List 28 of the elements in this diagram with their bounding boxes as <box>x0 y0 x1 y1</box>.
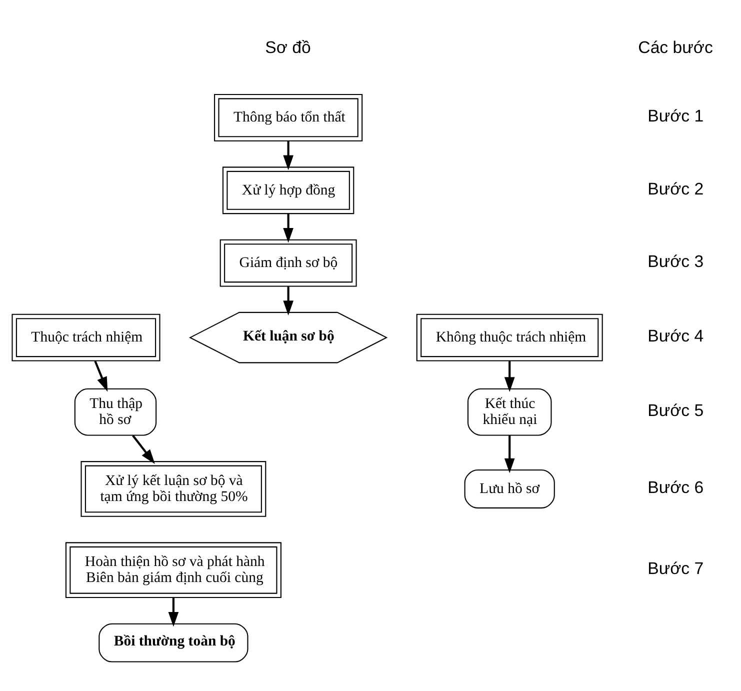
node-box: Xử lý kết luận sơ bộ và tạm ứng bồi thường 50% <box>80 460 266 516</box>
arrow <box>504 435 515 473</box>
node-box: Không thuộc trách nhiệm <box>416 313 603 361</box>
node-box: Hoàn thiện hồ sơ và phát hành Biên bản giám định cuối cùng <box>65 542 282 598</box>
label: Bước 6 <box>648 477 704 496</box>
arrow <box>283 140 294 170</box>
arrow <box>283 213 294 242</box>
label: Bước 4 <box>648 326 704 346</box>
node-box: Giám định sơ bộ <box>220 238 357 286</box>
node-box: Lưu hồ sơ <box>464 468 555 508</box>
node-box: Kết thúc khiếu nại <box>467 388 552 436</box>
node-box: Thu thập hồ sơ <box>74 388 157 436</box>
label: Bước 2 <box>648 178 704 198</box>
arrow <box>168 597 179 626</box>
arrow <box>94 360 108 392</box>
arrow <box>283 286 294 315</box>
node-box: Bồi thường toàn bộ <box>98 622 248 662</box>
label: Bước 7 <box>648 558 704 578</box>
label: Các bước <box>638 38 713 57</box>
node-box: Thông báo tổn thất <box>214 93 363 141</box>
label: Bước 1 <box>648 106 704 126</box>
node-box: Xử lý hợp đồng <box>222 166 354 214</box>
arrow <box>504 360 515 392</box>
arrow <box>132 434 155 464</box>
label: Bước 5 <box>648 400 704 420</box>
label: Bước 3 <box>648 252 704 271</box>
node-box: Thuộc trách nhiệm <box>12 313 160 361</box>
label: Sơ đồ <box>265 38 311 57</box>
